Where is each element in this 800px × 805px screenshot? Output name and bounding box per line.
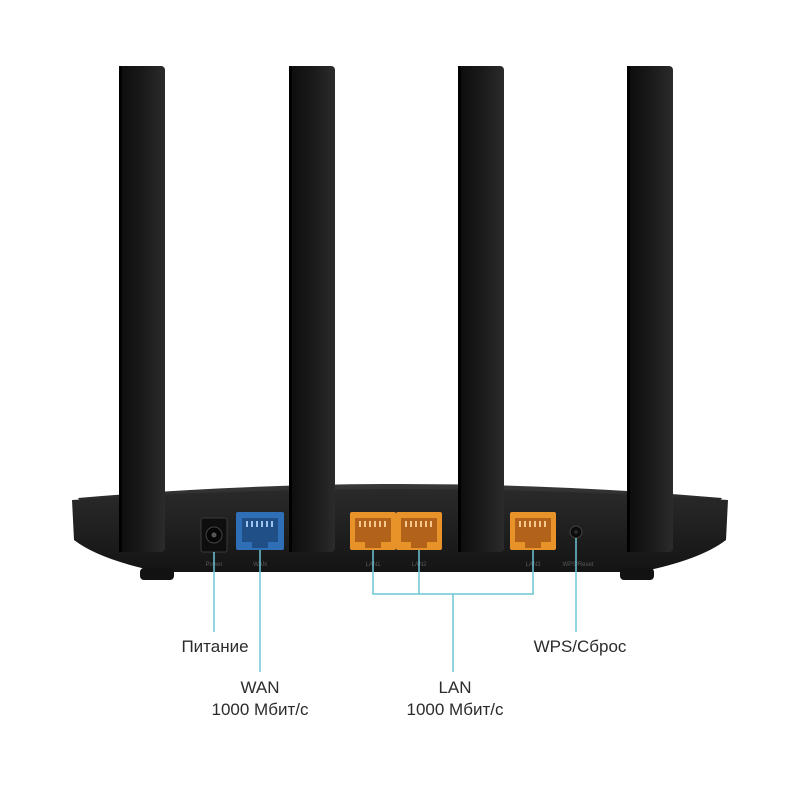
silkscreen-wps: WPS/Reset <box>562 562 593 568</box>
antenna-icon <box>458 66 504 552</box>
lan-speed: 1000 Мбит/с <box>406 700 504 719</box>
wan-label: WAN 1000 Мбит/с <box>180 677 340 721</box>
wan-title: WAN <box>240 678 280 697</box>
ethernet-port-icon <box>405 521 432 527</box>
ethernet-port-icon <box>246 521 273 527</box>
dc-power-jack-icon <box>200 517 228 553</box>
lan-port-2 <box>396 512 442 550</box>
antenna-icon <box>119 66 165 552</box>
reset-pinhole-icon <box>569 525 583 539</box>
wps-reset-label: WPS/Сброс <box>533 637 627 656</box>
lan-title: LAN <box>438 678 472 697</box>
router-foot-left <box>140 568 174 580</box>
lan-label: LAN 1000 Мбит/с <box>370 677 540 721</box>
ethernet-port-icon <box>359 521 386 527</box>
router-foot-right <box>620 568 654 580</box>
wan-port <box>236 512 284 550</box>
antenna-icon <box>289 66 335 552</box>
antenna-icon <box>627 66 673 552</box>
lan-port-3 <box>510 512 556 550</box>
ethernet-port-icon <box>519 521 546 527</box>
wan-speed: 1000 Мбит/с <box>211 700 309 719</box>
power-label: Питание <box>181 637 249 656</box>
lan-port-1 <box>350 512 396 550</box>
